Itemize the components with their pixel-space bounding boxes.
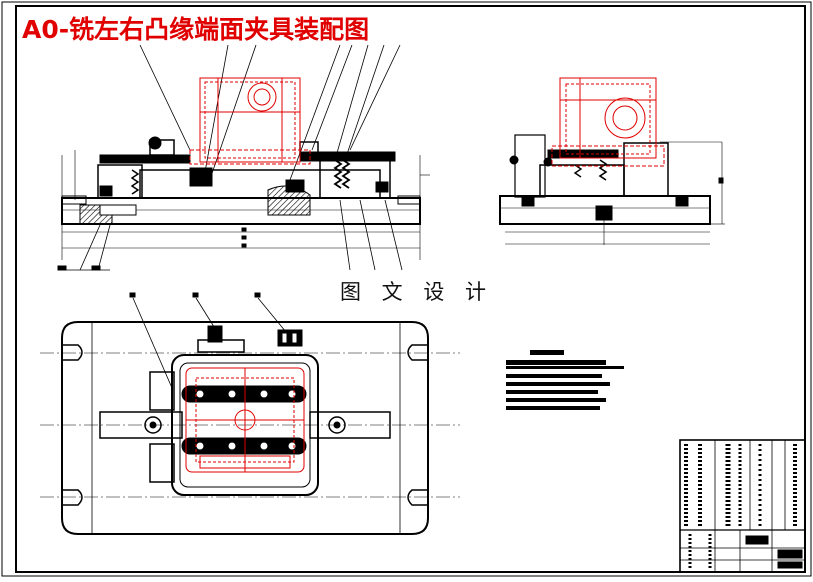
front-view [57, 44, 430, 271]
title-block [679, 439, 806, 573]
watermark: 图 文 设 计 [340, 280, 494, 304]
technical-requirements [506, 350, 624, 410]
inner-frame [15, 5, 806, 573]
drawing-title: A0-铣左右凸缘端面夹具装配图 [22, 15, 370, 44]
side-view [499, 134, 725, 245]
workpiece-front [189, 77, 311, 165]
top-view [40, 292, 460, 535]
workpiece-side [551, 77, 665, 167]
workpiece-top [185, 367, 305, 473]
